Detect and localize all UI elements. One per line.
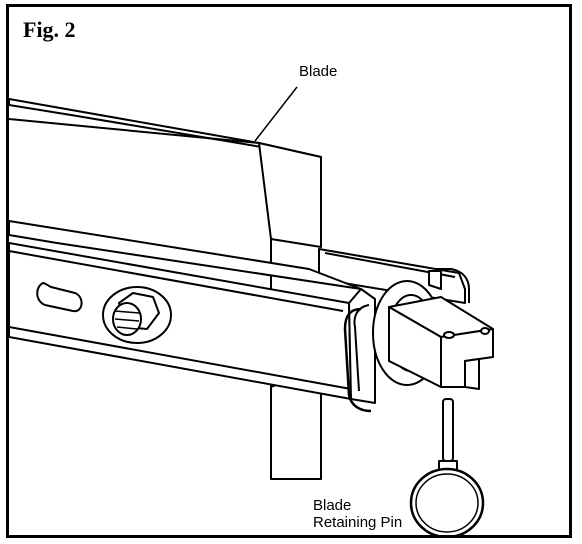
cross-block-tab (464, 358, 480, 390)
clip-bracket (343, 307, 372, 413)
blade-lower-face (9, 387, 271, 479)
pin-callout-line1: Blade (313, 497, 352, 514)
tube-lower-edge (9, 326, 352, 390)
blade-front-face (258, 142, 322, 248)
figure-label: Fig. 2 (23, 17, 76, 42)
figure-frame: Fig. 2 Blade Blade Retaining Pin (6, 4, 572, 538)
tube-slot (36, 282, 83, 313)
blade-assembly-drawing (9, 86, 494, 535)
tube-inner-line (9, 250, 344, 312)
rear-rail-edge (428, 270, 442, 290)
outer-clip (435, 268, 470, 303)
pin-callout-line2: Retaining Pin (313, 514, 403, 531)
tube-end-face (348, 288, 376, 404)
tube-side-face (9, 242, 352, 400)
blade-leader-line (254, 86, 298, 142)
cross-block-hole (443, 331, 455, 339)
blade-callout: Blade (299, 63, 338, 80)
cross-block-hole-right (480, 327, 490, 335)
tube-top-face (9, 220, 362, 290)
pin-shaft (442, 398, 454, 462)
blade-top-line (9, 118, 260, 144)
